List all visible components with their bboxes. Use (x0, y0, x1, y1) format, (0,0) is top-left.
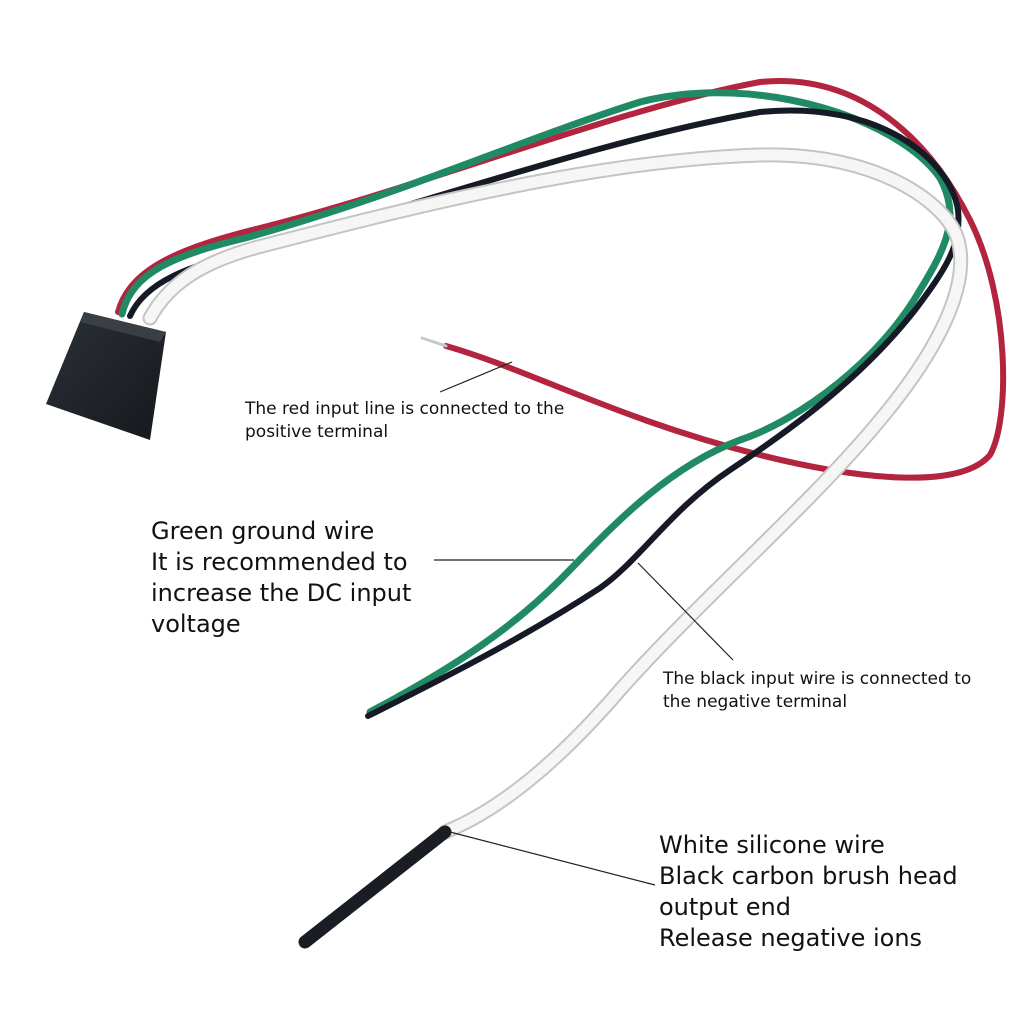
white-output-label-line-4: Release negative ions (659, 924, 923, 952)
black-input-label-line-2: the negative terminal (663, 692, 848, 712)
black-input-label-line-1: The black input wire is connected to (663, 669, 972, 689)
white-wire-outline (142, 147, 969, 840)
carbon-brush-head (298, 825, 452, 949)
red-input-label-line-1: The red input line is connected to the (245, 399, 565, 419)
red-wire-bare-tip (420, 336, 448, 348)
white-output-label-line-3: output end (659, 893, 791, 921)
leader-red-input (439, 361, 513, 393)
leader-white-output (449, 831, 656, 886)
white-output-label-line-1: White silicone wire (659, 831, 885, 859)
white-output-label-line-2: Black carbon brush head (659, 862, 958, 890)
leader-black-input (637, 562, 734, 661)
white-wire (144, 149, 967, 838)
red-input-label-line-2: positive terminal (245, 422, 389, 442)
green-ground-label: Green ground wire It is recommended to i… (151, 516, 411, 640)
red-input-label: The red input line is connected to the p… (245, 398, 564, 444)
black-input-label: The black input wire is connected to the… (663, 668, 971, 714)
green-ground-label-line-3: increase the DC input (151, 579, 412, 607)
connector-module (46, 312, 166, 440)
green-ground-label-line-4: voltage (151, 610, 241, 638)
green-ground-label-line-1: Green ground wire (151, 517, 375, 545)
red-wire (115, 78, 1007, 481)
green-wire (118, 89, 954, 716)
green-ground-label-line-2: It is recommended to (151, 548, 408, 576)
white-output-label: White silicone wire Black carbon brush h… (659, 830, 958, 954)
